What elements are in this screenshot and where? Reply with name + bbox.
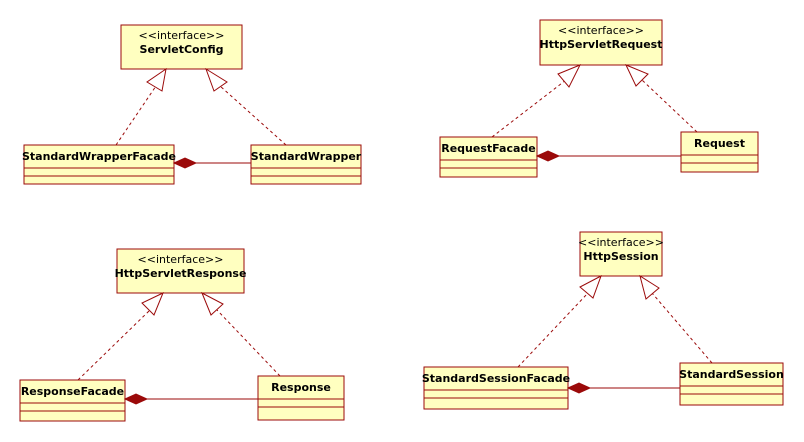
composition-request-facade-request [535, 150, 681, 162]
realization-session-facade-to-session-interface [517, 274, 602, 368]
interface-name: HttpServletResponse [115, 267, 247, 280]
realization-response-to-response-interface [201, 291, 281, 377]
class-request-facade: RequestFacade [439, 136, 538, 178]
class-standard-wrapper-facade: StandardWrapperFacade [22, 144, 176, 185]
class-standard-wrapper: StandardWrapper [250, 144, 362, 185]
class-standard-session-facade: StandardSessionFacade [422, 366, 570, 410]
composition-session-facade-session [566, 382, 680, 394]
interface-http-servlet-request: <<interface>> HttpServletRequest [539, 19, 663, 66]
class-response: Response [257, 375, 345, 421]
stereotype-label: <<interface>> [139, 29, 225, 42]
class-name: StandardWrapperFacade [22, 150, 176, 163]
interface-servlet-config: <<interface>> ServletConfig [120, 24, 243, 70]
class-name: StandardSessionFacade [422, 372, 570, 385]
stereotype-label: <<interface>> [578, 236, 664, 249]
class-standard-session: StandardSession [679, 362, 784, 406]
stereotype-label: <<interface>> [558, 24, 644, 37]
class-request: Request [680, 131, 759, 173]
realization-request-facade-to-request-interface [491, 64, 582, 138]
class-name: Request [694, 137, 745, 150]
interface-name: ServletConfig [140, 43, 224, 56]
realization-session-to-session-interface [639, 274, 713, 364]
stereotype-label: <<interface>> [138, 253, 224, 266]
realization-wrapper-to-config [205, 67, 287, 146]
realization-request-to-request-interface [624, 64, 698, 133]
class-name: StandardWrapper [251, 150, 362, 163]
composition-response-facade-response [123, 393, 258, 405]
class-response-facade: ResponseFacade [19, 379, 126, 422]
interface-http-session: <<interface>> HttpSession [578, 231, 664, 277]
interface-name: HttpSession [583, 250, 658, 263]
composition-wrapper-facade-wrapper [172, 157, 251, 169]
interface-name: HttpServletRequest [540, 38, 663, 51]
class-name: Response [271, 381, 331, 394]
realization-response-facade-to-response-interface [77, 291, 164, 381]
realization-wrapper-facade-to-config [115, 67, 167, 146]
interface-http-servlet-response: <<interface>> HttpServletResponse [115, 248, 247, 294]
class-name: RequestFacade [441, 142, 535, 155]
class-name: ResponseFacade [21, 385, 124, 398]
class-name: StandardSession [679, 368, 784, 381]
